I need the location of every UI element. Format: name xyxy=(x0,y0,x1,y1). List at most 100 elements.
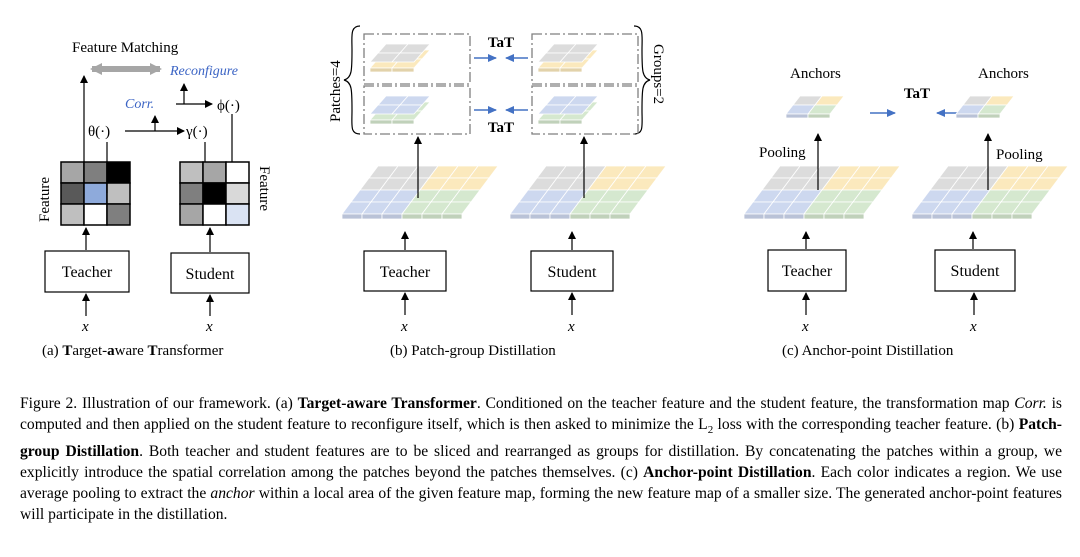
gamma-label: γ(·) xyxy=(185,124,208,140)
patch-group-bl-upper-cell xyxy=(391,104,423,115)
caption-bold: Target-aware Transformer xyxy=(297,395,477,412)
panel-a-caption: (a) Target-aware Transformer xyxy=(42,343,223,360)
feature-map-student-b-face xyxy=(509,213,531,220)
pooling-label-right: Pooling xyxy=(996,147,1043,163)
feature-label-left: Feature xyxy=(37,177,53,222)
student-label-c: Student xyxy=(951,263,1000,280)
corr-label: Corr. xyxy=(125,97,154,112)
caption-part: . Conditioned on the teacher feature and… xyxy=(476,395,1015,412)
anchor-map-student-face xyxy=(977,113,1001,119)
student-label-b: Student xyxy=(548,264,597,281)
anchor-maps xyxy=(785,95,1015,119)
student-feature-grid xyxy=(179,161,250,226)
patch-group-tr-lower-face xyxy=(537,67,561,73)
patch-group-tl-upper-cell xyxy=(391,52,423,63)
groups-label: Groups=2 xyxy=(650,44,666,104)
tat-top-label: TaT xyxy=(488,35,514,51)
caption-part: is computed and then applied on the stud… xyxy=(20,395,1062,433)
feature-map-student-c-face xyxy=(991,213,1013,220)
feature-map-teacher-c-face xyxy=(843,213,865,220)
teacher-box-c xyxy=(767,249,847,292)
panel-c: Anchors Anchors TaT Pooling Pooling Teac… xyxy=(743,66,1069,335)
patches-label: Patches=4 xyxy=(328,60,344,122)
panel-b: Patches=4 Groups=2 TaT TaT Teacher Stude… xyxy=(328,25,667,335)
patch-group-br-lower-face xyxy=(537,119,561,125)
input-x-a1: x xyxy=(81,319,89,335)
groups-brace xyxy=(633,25,651,135)
caption-part: . Each color indicates a region. We use … xyxy=(20,464,1062,503)
panel-a-caption-prefix: (a) xyxy=(42,343,63,359)
feature-map-teacher-c-face xyxy=(783,213,805,220)
patch-group-tr-upper-cell xyxy=(559,52,591,63)
feature-map-student-b-face xyxy=(589,213,611,220)
teacher-box-b xyxy=(363,250,447,292)
feature-map-student-b-face xyxy=(529,213,551,220)
patch-group-br-upper-cell xyxy=(559,104,591,115)
anchors-label-left: Anchors xyxy=(790,66,841,82)
panel-a-caption-b3: T xyxy=(147,343,158,359)
caption-bold: Anchor-point Distillation xyxy=(643,464,812,482)
theta-label: θ(·) xyxy=(88,124,110,140)
panel-b-caption: (b) Patch-group Distillation xyxy=(390,343,556,359)
input-x-c1: x xyxy=(801,319,809,335)
patch-group-tr-lower-face xyxy=(559,67,583,73)
feature-map-student-b-face xyxy=(549,213,571,220)
student-box-c xyxy=(934,249,1016,292)
tat-label-c: TaT xyxy=(904,86,930,102)
feature-map-teacher-b-face xyxy=(401,213,423,220)
feature-map-student-c-face xyxy=(1011,213,1033,220)
figure-caption: Figure 2. Illustration of our framework.… xyxy=(20,393,1062,525)
feature-map-student-c-face xyxy=(971,213,993,220)
feature-map-teacher-c-face xyxy=(743,213,765,220)
input-x-b1: x xyxy=(400,319,408,335)
input-x-b2: x xyxy=(567,319,575,335)
feature-map-teacher-b-face xyxy=(421,213,443,220)
feature-map-teacher-b-face xyxy=(441,213,463,220)
teacher-box-a xyxy=(44,250,130,293)
tat-bottom-label: TaT xyxy=(488,120,514,136)
panel-a-caption-t1: arget- xyxy=(72,343,108,359)
feature-map-student-c-face xyxy=(911,213,933,220)
panel-a-caption-t2: ware xyxy=(114,343,148,359)
teacher-label-c: Teacher xyxy=(782,263,833,280)
feature-map-teacher-c-face xyxy=(823,213,845,220)
teacher-label-b: Teacher xyxy=(380,264,431,281)
patch-group-bl-lower-face xyxy=(391,119,415,125)
feature-label-right: Feature xyxy=(256,166,272,211)
patch-group-tl-lower-face xyxy=(369,67,393,73)
feature-map-student-b-face xyxy=(569,213,591,220)
patch-group-tl-lower-face xyxy=(391,67,415,73)
anchors-label-right: Anchors xyxy=(978,66,1029,82)
feature-map-student-c-face xyxy=(951,213,973,220)
caption-italic: Corr. xyxy=(1014,395,1047,412)
patches-brace xyxy=(343,25,361,135)
panel-a-caption-t3: ransformer xyxy=(157,343,224,359)
caption-italic: anchor xyxy=(210,485,255,503)
caption-part: Figure 2. Illustration of our framework.… xyxy=(20,395,298,412)
patch-stacks xyxy=(369,43,599,125)
group-box-br xyxy=(531,85,639,135)
group-box-bl xyxy=(363,85,471,135)
student-box-b xyxy=(530,250,614,292)
student-label-a: Student xyxy=(186,266,235,283)
feature-map-student-c-face xyxy=(931,213,953,220)
teacher-label-a: Teacher xyxy=(62,264,113,281)
anchor-map-student-face xyxy=(955,113,979,119)
pooling-label-left: Pooling xyxy=(759,145,806,161)
reconfigure-label: Reconfigure xyxy=(169,64,238,79)
feature-map-teacher-c-face xyxy=(803,213,825,220)
caption-part: within a local area of the given feature… xyxy=(20,485,1062,524)
caption-part: loss with the corresponding teacher feat… xyxy=(713,416,1019,433)
feature-maps-b xyxy=(341,165,667,220)
feature-maps-c xyxy=(743,165,1069,220)
feature-map-teacher-c-face xyxy=(763,213,785,220)
feature-map-student-b-face xyxy=(609,213,631,220)
group-box-tl xyxy=(363,33,471,85)
caption-bold: Patch-group Distillation xyxy=(20,416,1062,461)
panel-a-caption-b1: T xyxy=(62,343,73,359)
phi-label: ϕ(·) xyxy=(217,98,240,114)
student-box-a xyxy=(170,252,250,294)
caption-subscript: 2 xyxy=(707,424,714,437)
patch-group-bl-lower-face xyxy=(369,119,393,125)
feature-matching-label: Feature Matching xyxy=(72,40,179,56)
